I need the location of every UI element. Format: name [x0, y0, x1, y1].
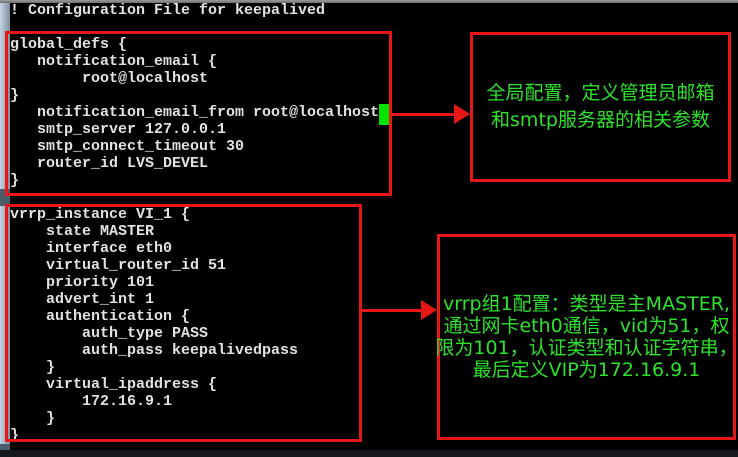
note-line: 限为101，认证类型和认证字符串， — [435, 337, 738, 359]
config-line: ! Configuration File for keepalived — [10, 2, 326, 19]
note-line: 和smtp服务器的相关参数 — [491, 109, 710, 131]
config-line: root@localhost — [10, 70, 209, 87]
config-line: } — [10, 359, 56, 376]
config-line: global_defs { — [10, 36, 128, 53]
config-line: authentication { — [10, 308, 191, 325]
note-line: 最后定义VIP为172.16.9.1 — [472, 359, 701, 381]
highlight-box-vrrp-instance — [5, 204, 362, 442]
note-line: 全局配置，定义管理员邮箱 — [486, 82, 715, 104]
config-line: } — [10, 87, 20, 104]
scrollbar-notch — [0, 189, 10, 206]
config-line: auth_pass keepalivedpass — [10, 342, 299, 359]
arrow-right-icon — [454, 104, 470, 124]
arrow-line — [362, 309, 424, 312]
terminal-cursor — [379, 104, 392, 125]
note-line: 通过网卡eth0通信，vid为51，权 — [443, 315, 730, 337]
highlight-box-global-defs — [5, 31, 392, 196]
note-line: vrrp组1配置：类型是主MASTER, — [443, 293, 730, 315]
config-line: } — [10, 410, 56, 427]
config-line: smtp_connect_timeout 30 — [10, 138, 245, 155]
window-bottom-border — [0, 450, 738, 457]
config-line: notification_email { — [10, 53, 218, 70]
config-line: notification_email_from root@localhost — [10, 104, 380, 121]
note-box-global-config: 全局配置，定义管理员邮箱 和smtp服务器的相关参数 — [470, 32, 731, 182]
config-line: 172.16.9.1 — [10, 393, 173, 410]
config-line: state MASTER — [10, 223, 155, 240]
terminal-output: ! Configuration File for keepalived glob… — [10, 2, 379, 444]
config-line: virtual_ipaddress { — [10, 376, 218, 393]
config-line: } — [10, 427, 20, 444]
config-line: vrrp_instance VI_1 { — [10, 206, 191, 223]
config-line: advert_int 1 — [10, 291, 155, 308]
config-line: auth_type PASS — [10, 325, 209, 342]
config-line: interface eth0 — [10, 240, 173, 257]
note-box-vrrp-config: vrrp组1配置：类型是主MASTER, 通过网卡eth0通信，vid为51，权… — [435, 234, 738, 440]
arrow-line — [391, 113, 455, 116]
config-line: } — [10, 172, 20, 189]
config-line: router_id LVS_DEVEL — [10, 155, 209, 172]
window-top-border — [0, 0, 738, 3]
arrow-right-icon — [421, 300, 437, 320]
config-line: priority 101 — [10, 274, 155, 291]
config-line: smtp_server 127.0.0.1 — [10, 121, 227, 138]
config-line: virtual_router_id 51 — [10, 257, 227, 274]
scrollbar-notch — [0, 444, 10, 454]
